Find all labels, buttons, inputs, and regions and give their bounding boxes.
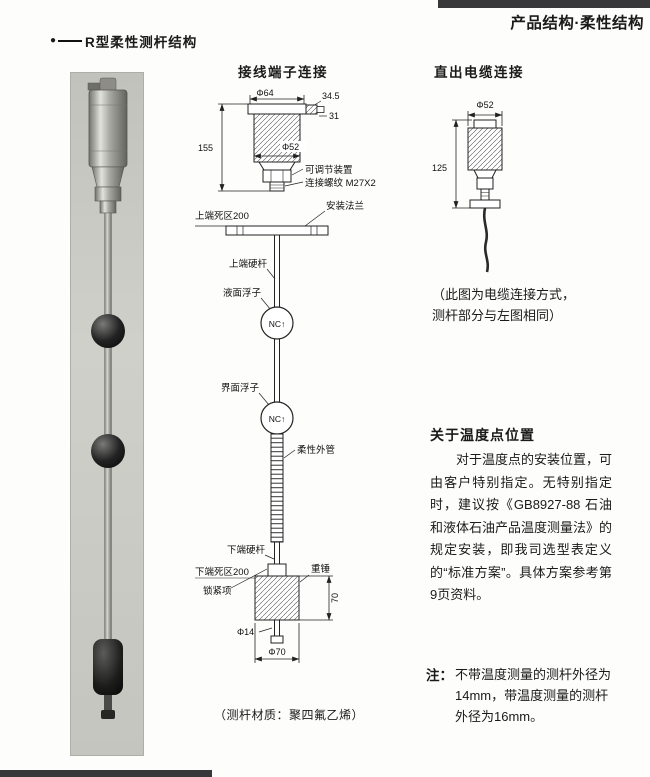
footnote-text: 不带温度测量的测杆外径为14mm，带温度测量的测杆外径为16mm。 bbox=[455, 667, 612, 724]
top-rod-leader bbox=[266, 268, 276, 280]
dim-phi70-lines bbox=[254, 623, 300, 663]
material-note: （测杆材质：聚四氟乙烯） bbox=[214, 708, 365, 722]
footnote: 注： 不带温度测量的测杆外径为14mm，带温度测量的测杆外径为16mm。 bbox=[426, 664, 613, 727]
mounting-flange-drawing bbox=[195, 225, 329, 236]
cable-connection-diagram: Φ52 125 bbox=[432, 100, 503, 273]
interface-float-leader bbox=[258, 392, 270, 406]
flexible-tube-drawing bbox=[270, 433, 284, 543]
level-float-label: 液面浮子 bbox=[223, 287, 262, 299]
cable-dim-lines bbox=[452, 111, 503, 209]
dim-70-lines bbox=[299, 575, 333, 621]
footnote-marker: 注： bbox=[426, 668, 453, 683]
tip-drawing bbox=[270, 635, 284, 644]
lock-ring-drawing bbox=[267, 563, 287, 577]
cable-diagram-title: 直出电缆连接 bbox=[434, 65, 524, 80]
cable-dim-125-label: 125 bbox=[432, 163, 447, 173]
temperature-section-body: 对于温度点的安装位置，可由客户特别指定。无特别指定时，建议按《GB8927-88… bbox=[430, 452, 613, 602]
heading-rule bbox=[58, 39, 83, 43]
bottom-rod-label: 下端硬杆 bbox=[227, 544, 266, 556]
dim-155-label: 155 bbox=[198, 143, 213, 153]
weight-label: 重锤 bbox=[311, 563, 331, 575]
lock-ring-label: 锁紧项 bbox=[203, 585, 232, 597]
dim-phi14-leader bbox=[258, 627, 273, 633]
photo-bottom-float bbox=[93, 639, 123, 719]
product-photo-drawing bbox=[87, 77, 128, 719]
adjust-device-label: 可调节装置 bbox=[305, 164, 353, 176]
level-float-leader bbox=[260, 297, 272, 311]
dim-phi70-label: Φ70 bbox=[268, 647, 285, 657]
dim-70-label: 70 bbox=[330, 593, 340, 603]
bottom-accent-bar bbox=[0, 770, 212, 777]
terminal-connection-diagram: Φ64 34.5 31 155 Φ52 可调节 bbox=[195, 88, 376, 663]
adjust-leader bbox=[291, 168, 304, 176]
top-accent-bar bbox=[438, 0, 650, 8]
thread-leader bbox=[284, 181, 304, 187]
weight-drawing bbox=[254, 575, 300, 621]
cable-note: （此图为电缆连接方式，测杆部分与左图相同） bbox=[432, 287, 576, 323]
bullet-icon: ● bbox=[50, 35, 57, 46]
dim-phi14-label: Φ14 bbox=[237, 627, 254, 637]
photo-float-ball-upper bbox=[91, 314, 125, 348]
top-dead-zone-label: 上端死区200 bbox=[195, 210, 249, 222]
cable-head-drawing bbox=[467, 119, 503, 209]
bottom-rod-drawing bbox=[274, 541, 280, 565]
nc-lower-label: NC↑ bbox=[269, 414, 286, 424]
temperature-section-title: 关于温度点位置 bbox=[430, 427, 535, 443]
dim-phi64-label: Φ64 bbox=[256, 88, 273, 98]
dim-31-label: 31 bbox=[329, 111, 339, 121]
photo-sensor-head bbox=[87, 77, 128, 214]
dim-155-lines bbox=[218, 103, 270, 192]
upper-rod-drawing bbox=[274, 234, 280, 308]
interface-float-label: 界面浮子 bbox=[221, 382, 260, 394]
cable-drawing bbox=[483, 207, 489, 273]
photo-float-ball-lower bbox=[91, 434, 125, 468]
flange-leader bbox=[304, 210, 326, 227]
bottom-dead-zone-label: 下端死区200 bbox=[195, 566, 249, 578]
dim-phi52-label: Φ52 bbox=[282, 142, 299, 152]
lock-ring-leader bbox=[230, 568, 268, 589]
nc-upper-label: NC↑ bbox=[269, 319, 286, 329]
page-title: 产品结构·柔性结构 bbox=[510, 15, 644, 32]
flange-label: 安装法兰 bbox=[326, 200, 364, 212]
dim-34-5-label: 34.5 bbox=[322, 91, 340, 101]
top-dimension-lines bbox=[249, 95, 327, 117]
mid-rod-drawing bbox=[274, 338, 280, 403]
dim-phi52-bg bbox=[280, 141, 307, 152]
terminal-diagram-title: 接线端子连接 bbox=[238, 65, 328, 80]
section-heading: ● R型柔性测杆结构 bbox=[50, 31, 197, 51]
section-title: R型柔性测杆结构 bbox=[85, 35, 198, 50]
thread-label: 连接螺纹 M27X2 bbox=[305, 177, 376, 189]
cable-dim-phi52-label: Φ52 bbox=[476, 100, 493, 110]
bottom-rod-leader bbox=[264, 554, 275, 560]
product-photo bbox=[70, 72, 144, 756]
stub-rod-drawing bbox=[274, 619, 280, 637]
flexible-tube-leader bbox=[283, 449, 296, 459]
top-rod-label: 上端硬杆 bbox=[229, 258, 268, 270]
flexible-tube-label: 柔性外管 bbox=[297, 444, 335, 456]
